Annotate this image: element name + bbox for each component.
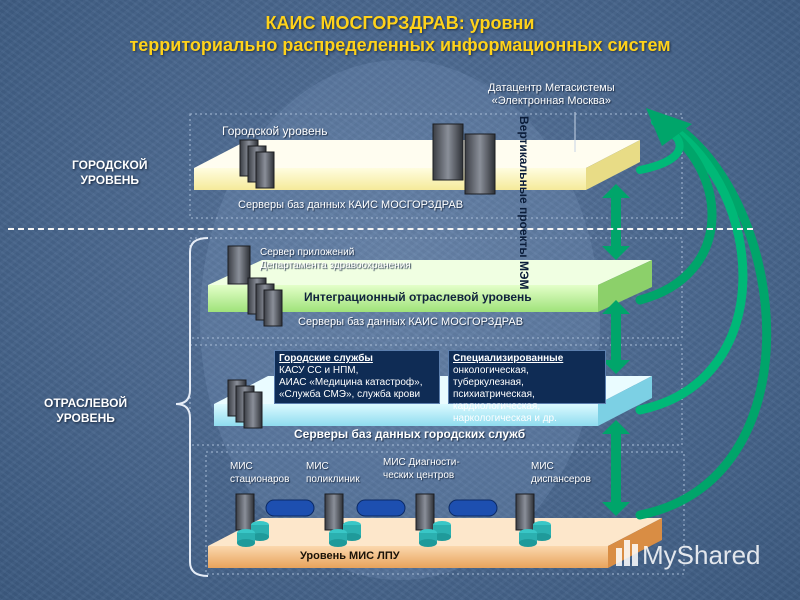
mis-label-hospitals: МИС стационаров [230,460,289,486]
watermark-text: MyShared [642,540,761,570]
mis-label-dispensaries-line-2: диспансеров [531,474,591,485]
mis-label-hospitals-line-2: стационаров [230,474,290,485]
mis-label-hospitals-line-1: МИС [230,461,253,472]
services-platform-side [598,376,652,426]
mis-node-hospitals [235,493,269,547]
mis-node-dispensaries [515,493,551,547]
datacenter-label: Датацентр Метасистемы «Электронная Москв… [488,82,615,108]
integration-level-label: Интеграционный отраслевой уровень [304,290,532,304]
mis-link [265,499,315,517]
servers-city-db [239,139,275,189]
mis-label-polyclinics-line-1: МИС [306,461,329,472]
curved-arrows [635,108,772,520]
arrow-services-mis [602,420,630,516]
datacenter-label-line-2: «Электронная Москва» [491,95,611,107]
vertical-connector-arrows [602,184,630,516]
slide-title-line-1: КАИС МОСГОРЗДРАВ: уровни [265,13,535,33]
watermark-icon [616,540,638,566]
industry-side-label-line-1: ОТРАСЛЕВОЙ [44,396,128,410]
city-level-frame [189,113,683,219]
mis-label-diagnostic-line-2: ческих центров [383,470,455,481]
mis-label-dispensaries-line-1: МИС [531,461,554,472]
arrow-city-integration [602,184,630,260]
city-services-box: Городские службы КАСУ СС и НПМ, АИАС «Ме… [274,350,440,404]
city-side-label-line-2: УРОВЕНЬ [80,173,140,187]
city-servers-label: Серверы баз данных КАИС МОСГОРЗДРАВ [238,199,464,211]
vertical-projects-label: Вертикальные проекты МЭМ [517,116,531,290]
mis-label-diagnostic-line-1: МИС Диагности- [383,457,460,468]
integration-platform-top [208,260,652,285]
city-platform-top [194,140,640,168]
industry-servers-label: Серверы баз данных КАИС МОСГОРЗДРАВ [298,316,524,328]
city-side-label: ГОРОДСКОЙ УРОВЕНЬ [72,158,148,188]
curved-arrow-services [635,121,748,415]
industry-side-label: ОТРАСЛЕВОЙ УРОВЕНЬ [44,396,127,426]
city-services-db-label: Серверы баз данных городских служб [294,427,526,441]
city-services-box-line-2: АИАС «Медицина катастроф», [279,377,423,388]
mis-node-polyclinics [324,493,361,547]
servers-datacenter [432,123,496,195]
city-services-box-line-3: «Служба СМЭ», служба крови [279,389,421,400]
mis-node-diagnostic [415,493,451,547]
specialized-box: Специализированные онкологическая, тубер… [448,350,606,424]
mis-label-polyclinics-line-2: поликлиник [306,474,360,485]
integration-platform-side [598,260,652,312]
city-services-box-line-1: КАСУ СС и НПМ, [279,365,359,376]
mis-label-dispensaries: МИС диспансеров [531,460,591,486]
mis-label-polyclinics: МИС поликлиник [306,460,360,486]
specialized-box-line-1: онкологическая, туберкулезная, [453,365,529,388]
curved-arrow-mis [635,123,772,520]
mis-platform-front [208,546,608,568]
city-level-label: Городской уровень [222,124,328,138]
mis-link [356,499,406,517]
servers-industry-db [247,277,283,327]
level-separator-line [8,228,753,230]
vertical-projects-line-1: Вертикальные [517,116,531,204]
mis-link [448,499,498,517]
slide-title: КАИС МОСГОРЗДРАВ: уровни территориально … [0,12,800,56]
vertical-projects-line-2: проекты МЭМ [517,206,531,290]
app-server-label: Сервер приложений Департамента здравоохр… [260,246,411,272]
city-platform-side [586,140,640,190]
industry-side-label-line-2: УРОВЕНЬ [56,411,115,425]
slide-title-line-2: территориально распределенных информацио… [129,35,671,55]
industry-level-brace [175,237,209,577]
city-side-label-line-1: ГОРОДСКОЙ [72,158,148,172]
mis-label-diagnostic: МИС Диагности- ческих центров [383,456,460,482]
mis-network [235,493,551,547]
specialized-box-title: Специализированные [453,353,564,364]
arrow-integration-services [602,300,630,374]
industry-level-frame [189,237,683,339]
datacenter-label-line-1: Датацентр Метасистемы [488,82,615,94]
app-server-label-line-2: Департамента здравоохранения [260,260,411,271]
app-server-label-line-1: Сервер приложений [260,247,355,258]
curved-arrow-head [646,108,692,146]
servers-city-services-db [227,379,263,429]
specialized-box-line-2: психиатрическая, кардиологическая, [453,389,541,412]
city-services-box-title: Городские службы [279,353,373,364]
server-app-department [227,245,251,285]
mis-level-label: Уровень МИС ЛПУ [300,550,400,562]
services-platform-front [214,404,598,426]
specialized-box-line-3: наркологическая и др. [453,413,557,424]
